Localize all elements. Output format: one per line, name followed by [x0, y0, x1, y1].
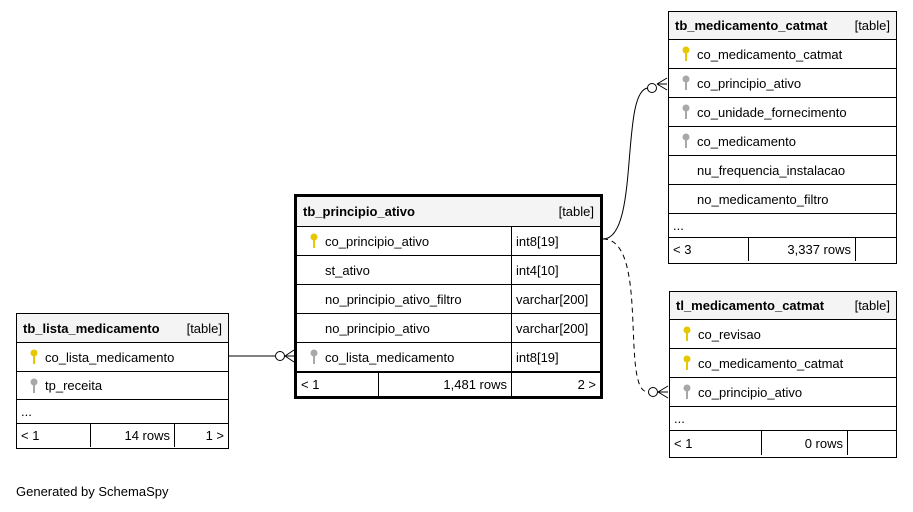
column-row[interactable]: tp_receita	[17, 372, 228, 400]
edge-optional-marker	[648, 387, 658, 397]
column-type: int8[19]	[511, 343, 600, 371]
ellipsis: ...	[21, 404, 32, 419]
column-name: co_medicamento_catmat	[698, 355, 844, 371]
ellipsis: ...	[673, 218, 684, 233]
column-row[interactable]: co_lista_medicamento	[17, 343, 228, 372]
primary-key-icon	[303, 233, 325, 249]
column-row[interactable]: no_principio_ativo_filtro varchar[200]	[297, 285, 600, 314]
table-tl-medicamento-catmat[interactable]: tl_medicamento_catmat [table] co_revisao…	[669, 291, 897, 458]
column-type: varchar[200]	[511, 314, 600, 342]
table-kind: [table]	[854, 298, 890, 313]
parents-link[interactable]: < 1	[670, 431, 762, 455]
column-row[interactable]: co_medicamento	[669, 127, 896, 156]
table-header: tb_medicamento_catmat [table]	[669, 12, 896, 40]
table-tb-medicamento-catmat[interactable]: tb_medicamento_catmat [table] co_medicam…	[668, 11, 897, 264]
row-count: 3,337 rows	[749, 238, 856, 261]
column-row[interactable]: st_ativo int4[10]	[297, 256, 600, 285]
column-row[interactable]: co_unidade_fornecimento	[669, 98, 896, 127]
column-name: nu_frequencia_instalacao	[697, 162, 846, 178]
parents-link[interactable]: < 1	[17, 424, 91, 447]
edge-crowfoot	[284, 349, 295, 363]
foreign-key-icon	[675, 104, 697, 120]
column-name: co_lista_medicamento	[45, 349, 175, 365]
primary-key-icon	[676, 326, 698, 342]
table-header: tb_principio_ativo [table]	[297, 197, 600, 227]
column-row[interactable]: co_revisao	[670, 320, 896, 349]
column-row[interactable]: co_principio_ativo	[669, 69, 896, 98]
more-columns-row: ...	[17, 400, 228, 424]
ellipsis: ...	[674, 411, 685, 426]
foreign-key-icon	[303, 349, 325, 365]
column-row[interactable]: co_lista_medicamento int8[19]	[297, 343, 600, 372]
table-name: tb_lista_medicamento	[23, 320, 160, 336]
column-type: int8[19]	[511, 227, 600, 255]
row-count: 14 rows	[91, 424, 175, 447]
table-name: tb_principio_ativo	[303, 204, 415, 219]
edge-optional-marker	[647, 83, 657, 93]
foreign-key-icon	[676, 384, 698, 400]
column-row[interactable]: nu_frequencia_instalacao	[669, 156, 896, 185]
generated-by-footer: Generated by SchemaSpy	[16, 484, 169, 499]
table-tb-lista-medicamento[interactable]: tb_lista_medicamento [table] co_lista_me…	[16, 313, 229, 449]
foreign-key-icon	[23, 378, 45, 394]
foreign-key-icon	[675, 75, 697, 91]
row-count: 0 rows	[762, 431, 848, 455]
table-tb-principio-ativo[interactable]: tb_principio_ativo [table] co_principio_…	[294, 194, 603, 399]
edge-principio-to-catmat	[602, 87, 649, 240]
column-name: co_medicamento_catmat	[697, 46, 843, 62]
column-name: tp_receita	[45, 378, 103, 393]
column-name: co_medicamento	[697, 133, 796, 149]
table-kind: [table]	[558, 204, 594, 219]
table-name: tb_medicamento_catmat	[675, 18, 828, 33]
table-name: tl_medicamento_catmat	[676, 298, 825, 313]
column-row[interactable]: co_principio_ativo int8[19]	[297, 227, 600, 256]
children-link[interactable]	[848, 431, 896, 455]
edge-optional-marker	[275, 351, 285, 361]
foreign-key-icon	[675, 133, 697, 149]
column-type: int4[10]	[511, 256, 600, 284]
table-kind: [table]	[186, 320, 222, 336]
parents-link[interactable]: < 3	[669, 238, 749, 261]
column-row[interactable]: co_medicamento_catmat	[670, 349, 896, 378]
primary-key-icon	[676, 355, 698, 371]
column-name: no_medicamento_filtro	[697, 191, 829, 207]
edge-crowfoot	[657, 385, 669, 399]
table-footer: < 1 0 rows	[670, 431, 896, 455]
column-row[interactable]: co_medicamento_catmat	[669, 40, 896, 69]
children-link[interactable]: 2 >	[577, 377, 596, 392]
more-columns-row: ...	[669, 214, 896, 238]
primary-key-icon	[23, 349, 45, 365]
table-header: tb_lista_medicamento [table]	[17, 314, 228, 343]
more-columns-row: ...	[670, 407, 896, 431]
column-name: co_unidade_fornecimento	[697, 104, 847, 120]
column-row[interactable]: no_medicamento_filtro	[669, 185, 896, 214]
table-kind: [table]	[854, 18, 890, 33]
edge-principio-to-tl-catmat	[602, 238, 649, 393]
column-name: co_lista_medicamento	[325, 349, 455, 365]
column-name: co_principio_ativo	[697, 75, 802, 91]
children-link[interactable]: 1 >	[205, 428, 224, 443]
column-name: no_principio_ativo	[325, 320, 430, 336]
column-name: co_principio_ativo	[698, 384, 803, 400]
column-row[interactable]: no_principio_ativo varchar[200]	[297, 314, 600, 343]
column-name: co_principio_ativo	[325, 233, 430, 249]
parents-link[interactable]: < 1	[297, 373, 379, 396]
primary-key-icon	[675, 46, 697, 62]
edge-crowfoot	[656, 77, 668, 91]
table-footer: < 1 1,481 rows 2 >	[297, 372, 600, 396]
table-footer: < 3 3,337 rows	[669, 238, 896, 261]
column-row[interactable]: co_principio_ativo	[670, 378, 896, 407]
column-name: co_revisao	[698, 326, 761, 342]
column-name: no_principio_ativo_filtro	[325, 291, 462, 307]
column-name: st_ativo	[325, 262, 370, 278]
column-type: varchar[200]	[511, 285, 600, 313]
table-footer: < 1 14 rows 1 >	[17, 424, 228, 447]
table-header: tl_medicamento_catmat [table]	[670, 292, 896, 320]
children-link[interactable]	[856, 238, 896, 261]
row-count: 1,481 rows	[379, 373, 512, 396]
